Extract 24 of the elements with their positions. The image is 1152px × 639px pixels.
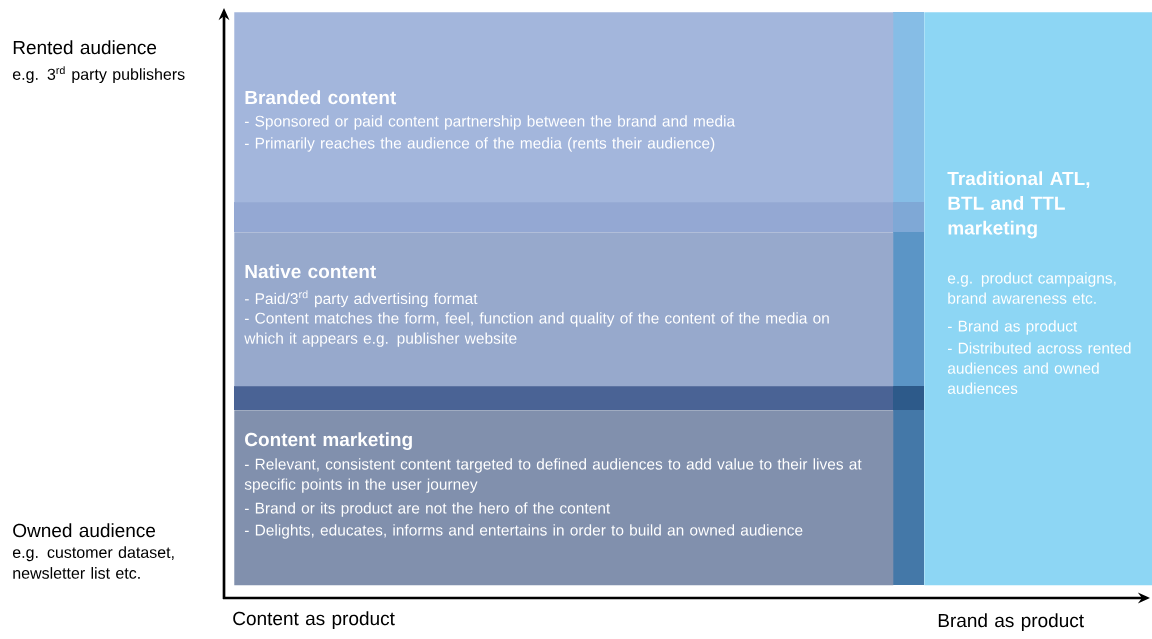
content-box: [234, 12, 894, 203]
axis-label: Brand as product: [938, 613, 1084, 631]
heading: Traditional ATL, BTL and TTL marketing: [947, 171, 1090, 239]
heading: Branded content: [245, 90, 397, 105]
content-box: [234, 410, 894, 586]
bullet-text: - Brand or its product are not the hero of the content: [244, 502, 611, 517]
axis-label: Owned audience: [13, 523, 156, 538]
bullet-text: - Relevant, consistent content targeted to defined audiences to add value to their lives at specific points in the user journey: [244, 458, 862, 493]
axis-label: Content as product: [233, 611, 395, 629]
heading: Native content: [245, 264, 376, 279]
axis-label: Rented audience: [13, 40, 157, 55]
content-box: [234, 232, 894, 387]
bullet-text: - Delights, educates, informs and entertains in order to build an owned audience: [244, 524, 803, 539]
bullet-text: e.g. product campaigns, brand awareness etc.: [947, 272, 1116, 304]
bullet-text: - Sponsored or paid content partnership between the brand and media: [244, 115, 736, 130]
marketing-box: [924, 12, 1152, 586]
axis-note: e.g. customer dataset, newsletter list etc.: [12, 546, 174, 579]
bullet-text: - Brand as product: [947, 320, 1078, 335]
heading: Content marketing: [245, 432, 412, 451]
bullet-text: - Primarily reaches the audience of the media (rents their audience): [244, 137, 715, 152]
bullet-text: - Content matches the form, feel, function and quality of the content of the media on which it appears e.g. publisher website: [244, 312, 829, 347]
axis-note: e.g. 3$^{rd}$ party publishers: [12, 66, 185, 84]
bullet-text: - Distributed across rented audiences and owned audiences: [947, 342, 1131, 394]
bullet-text: - Paid/3$^{rd}$ party advertising format: [244, 290, 478, 308]
